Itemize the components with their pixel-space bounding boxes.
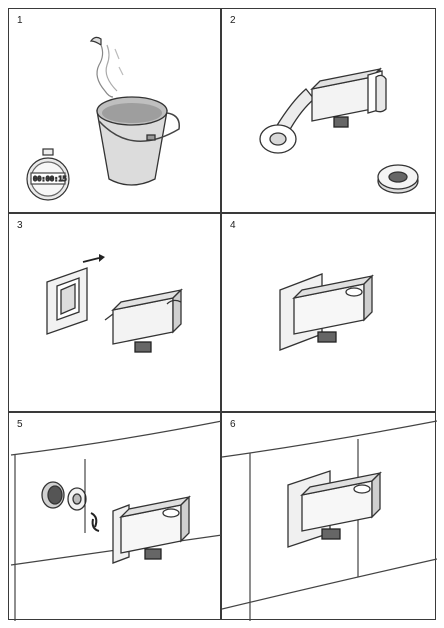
bucket-icon	[96, 96, 180, 186]
wall-socket-icon	[41, 481, 65, 509]
step-2-illustration	[259, 67, 419, 194]
stopwatch-icon: 00:00:15	[26, 148, 70, 201]
step-panel-1: 1 00:	[8, 8, 221, 213]
step-number: 1	[17, 15, 23, 26]
rubber-washer-icon	[377, 164, 419, 194]
wall-bracket-icon	[287, 470, 382, 548]
step-number: 5	[17, 419, 23, 430]
step-panel-5: 5	[8, 412, 222, 621]
step-panel-6: 6	[221, 412, 437, 621]
step-panel-3: 3	[8, 213, 221, 412]
step-number: 6	[230, 419, 236, 430]
step-number: 4	[230, 220, 236, 231]
stopwatch-readout: 00:00:15	[33, 175, 67, 183]
step-5-illustration	[10, 420, 222, 621]
seal-tape-icon	[259, 88, 315, 154]
tap-water-icon	[89, 36, 124, 98]
wall-bracket-icon	[310, 67, 387, 128]
rubber-washer-icon	[67, 487, 87, 511]
arrow-right-icon	[82, 254, 105, 263]
rotate-arrows-icon	[84, 459, 100, 533]
wall-bracket-icon	[112, 495, 191, 564]
step-number: 2	[230, 15, 236, 26]
step-3-illustration	[46, 254, 183, 353]
step-number: 3	[17, 220, 23, 231]
wall-bracket-icon	[279, 273, 374, 351]
cover-plate-icon	[46, 267, 88, 335]
step-panel-4: 4	[221, 213, 436, 412]
wall-bracket-icon	[104, 288, 183, 353]
step-4-illustration	[279, 273, 374, 351]
step-panel-2: 2	[221, 8, 436, 213]
tile-wall-lines	[222, 420, 437, 621]
step-6-illustration	[222, 420, 437, 621]
step-1-illustration: 00:00:15	[26, 36, 180, 201]
